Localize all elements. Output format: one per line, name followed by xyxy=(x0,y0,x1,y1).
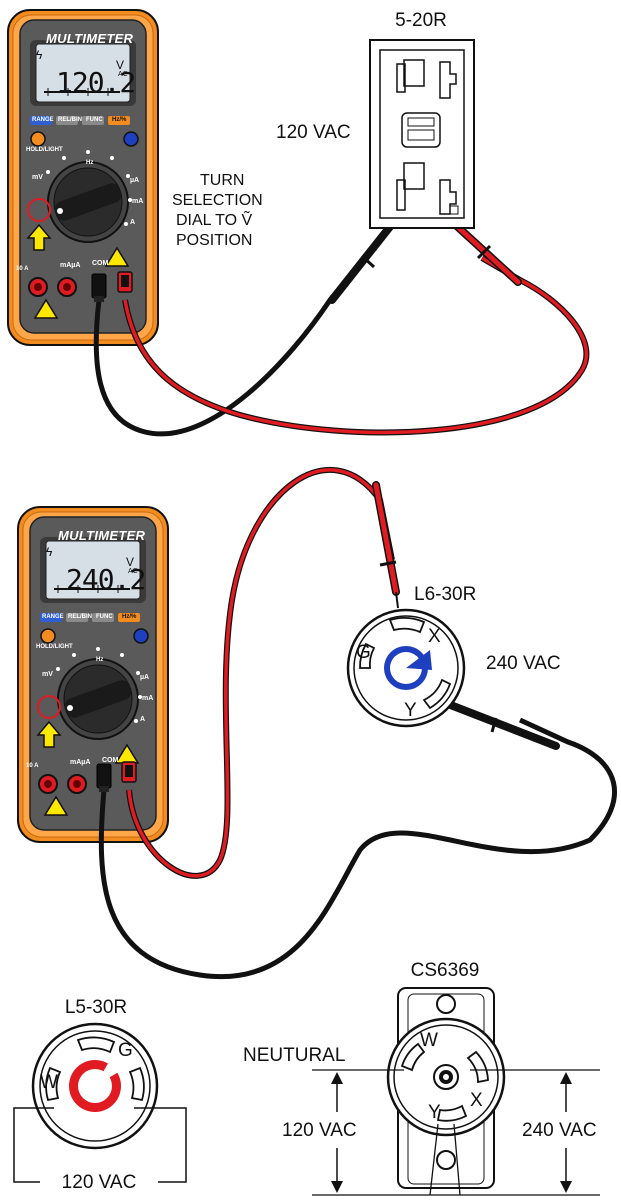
meter2-unit: V xyxy=(126,555,134,569)
meter2-brand-label: MULTIMETER xyxy=(58,528,145,543)
meter1-hold-label: HOLD/LIGHT xyxy=(26,147,63,153)
outlet-l5-30r-terminal-w: W xyxy=(40,1072,58,1094)
meter1-port-maua: mAµA xyxy=(60,262,80,269)
meter1-range-button[interactable]: RANGE xyxy=(32,117,54,123)
outlet-cs6369-neutral-label: NEUTURAL xyxy=(243,1045,345,1067)
meter2-port-com: COM xyxy=(102,757,118,764)
meter1-brand-label: MULTIMETER xyxy=(46,31,133,46)
meter2-hz-button[interactable]: Hz/% xyxy=(122,614,136,620)
meter1-unit-sub: AC xyxy=(118,71,128,78)
outlet-cs6369-terminal-x: X xyxy=(470,1090,483,1112)
outlet-cs6369-voltage-right: 240 VAC xyxy=(522,1120,597,1142)
meter2-relbin-button[interactable]: REL/BIN xyxy=(68,614,92,620)
meter1-dial-a: A xyxy=(130,219,135,226)
outlet-l6-30r-title: L6-30R xyxy=(414,584,476,606)
meter1-port-com: COM xyxy=(92,260,108,267)
meter2-hold-label: HOLD/LIGHT xyxy=(36,644,73,650)
meter2-dial-hz: Hz xyxy=(96,657,103,663)
meter2-dial-a: A xyxy=(140,716,145,723)
meter1-relbin-button[interactable]: REL/BIN xyxy=(58,117,82,123)
meter1-unit: V xyxy=(116,58,124,72)
outlet-5-20r-voltage: 120 VAC xyxy=(276,122,351,144)
meter2-hazard-icon: ϟ xyxy=(46,545,52,559)
outlet-l5-30r-voltage: 120 VAC xyxy=(62,1172,137,1194)
outlet-l6-30r-terminal-x: X xyxy=(428,626,441,648)
meter2-dial-mv: mV xyxy=(42,671,53,678)
meter1-hazard-icon: ϟ xyxy=(36,48,42,62)
meter1-func-button[interactable]: FUNC xyxy=(86,117,103,123)
instruction-line-3: DIAL TO Ṽ xyxy=(176,211,252,231)
outlet-cs6369-terminal-y: Y xyxy=(428,1102,441,1124)
meter1-port-10a: 10 A xyxy=(16,266,28,272)
meter2-port-maua: mAµA xyxy=(70,759,90,766)
instruction-line-4: POSITION xyxy=(176,231,252,251)
meter2-range-button[interactable]: RANGE xyxy=(42,614,64,620)
meter2-black-probe xyxy=(448,704,556,746)
meter2-red-probe xyxy=(376,485,398,608)
outlet-cs6369-terminal-w: W xyxy=(420,1030,438,1052)
outlet-l5-30r xyxy=(14,1024,186,1182)
outlet-l5-30r-terminal-g: G xyxy=(118,1040,133,1062)
outlet-5-20r-title: 5-20R xyxy=(395,10,447,32)
meter2-port-10a: 10 A xyxy=(26,763,38,769)
outlet-cs6369 xyxy=(312,988,600,1195)
meter1-dial-ua: µA xyxy=(130,177,139,184)
meter2-func-button[interactable]: FUNC xyxy=(96,614,113,620)
outlet-cs6369-voltage-left: 120 VAC xyxy=(282,1120,357,1142)
meter2-dial-ua: µA xyxy=(140,674,149,681)
meter2-black-wire xyxy=(101,720,614,977)
meter1-hz-button[interactable]: Hz/% xyxy=(112,117,126,123)
meter1-dial-hz: Hz xyxy=(86,160,93,166)
meter2-dial-ma: mA xyxy=(142,695,153,702)
outlet-l6-30r-terminal-y: Y xyxy=(404,700,417,722)
outlet-cs6369-title: CS6369 xyxy=(411,960,480,982)
instruction-line-1: TURN xyxy=(200,171,244,191)
outlet-5-20r xyxy=(370,40,474,228)
meter1-dial-mv: mV xyxy=(32,174,43,181)
outlet-l6-30r-terminal-g: G xyxy=(356,642,371,664)
outlet-l6-30r-voltage: 240 VAC xyxy=(486,653,561,675)
outlet-l5-30r-title: L5-30R xyxy=(65,997,127,1019)
instruction-line-2: SELECTION xyxy=(172,191,263,211)
meter1-dial-ma: mA xyxy=(132,198,143,205)
meter2-unit-sub: AC xyxy=(128,568,138,575)
